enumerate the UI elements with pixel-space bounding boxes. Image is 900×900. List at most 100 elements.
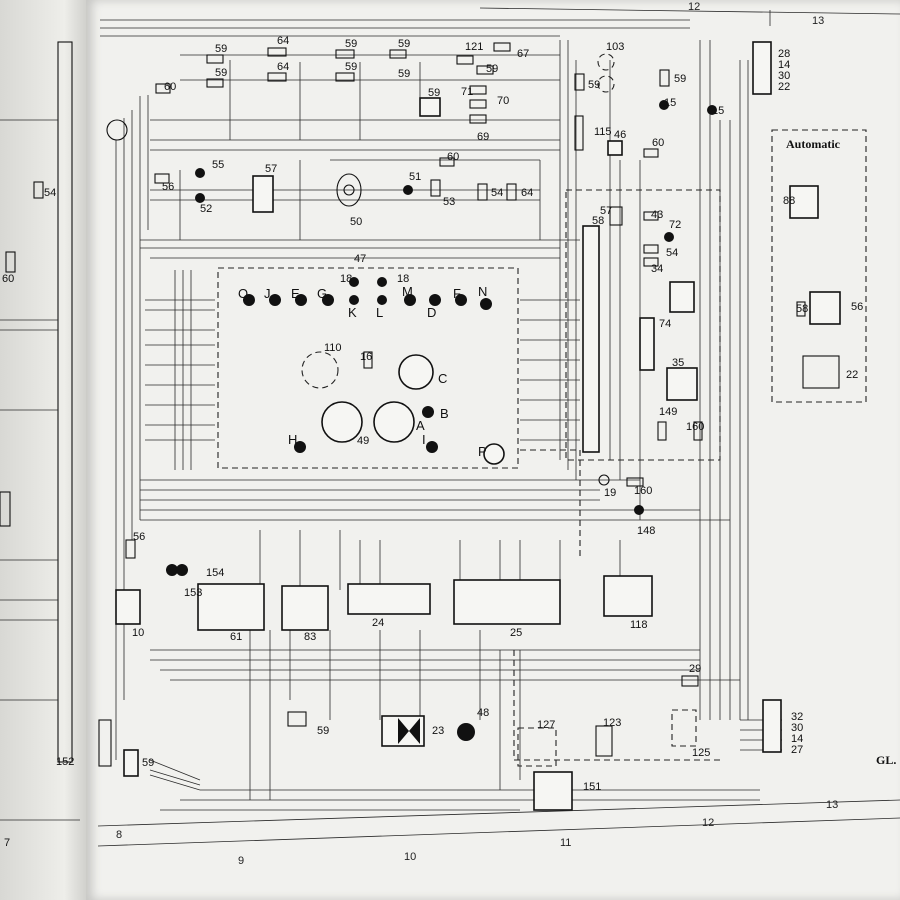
gauge-c	[398, 354, 434, 390]
relay-57	[252, 175, 274, 213]
component-label-55: 55	[212, 159, 224, 171]
module-127	[517, 727, 557, 767]
component-label-115: 115	[594, 126, 612, 138]
component-label-l: L	[376, 305, 383, 320]
component-label-i: I	[422, 432, 426, 447]
component-label-59: 59	[345, 61, 357, 73]
component-label-p: P	[478, 444, 487, 459]
lower-components	[98, 539, 782, 811]
component-label-56: 56	[851, 301, 863, 313]
left-label-54: 54	[44, 187, 56, 199]
component-label-59: 59	[486, 63, 498, 75]
component-label-30: 30	[791, 722, 803, 734]
left-module	[0, 491, 11, 527]
connector-32	[762, 699, 782, 753]
component-label-e: E	[291, 286, 300, 301]
component-label-83: 83	[304, 631, 316, 643]
component-label-59: 59	[398, 68, 410, 80]
component-label-72: 72	[669, 219, 681, 231]
component-label-18: 18	[340, 273, 352, 285]
component-label-h: H	[288, 432, 297, 447]
component-label-64: 64	[521, 187, 533, 199]
fan-icon	[669, 281, 695, 313]
component-label-29: 29	[689, 663, 701, 675]
component-label-b: B	[440, 406, 449, 421]
component-label-148: 148	[637, 525, 655, 537]
component-label-154: 154	[206, 567, 224, 579]
right-module-outline	[565, 189, 721, 461]
buzzer-48	[457, 723, 475, 741]
component-label-160: 160	[686, 421, 704, 433]
component-label-149: 149	[659, 406, 677, 418]
gauge-35	[666, 367, 698, 401]
component-label-71: 71	[461, 86, 473, 98]
component-label-59: 59	[674, 73, 686, 85]
component-label-15: 15	[712, 105, 724, 117]
ruler-top-12: 12	[688, 1, 700, 13]
component-label-59: 59	[142, 757, 154, 769]
component-label-103: 103	[606, 41, 624, 53]
component-label-57: 57	[600, 205, 612, 217]
component-label-54: 54	[491, 187, 503, 199]
lamp-22	[802, 355, 840, 389]
ruler-bottom-13: 13	[826, 799, 838, 811]
component-label-43: 43	[651, 209, 663, 221]
component-label-88: 88	[783, 195, 795, 207]
component-label-f: F	[453, 286, 461, 301]
component-label-50: 50	[350, 216, 362, 228]
ruler-bottom-12: 12	[702, 817, 714, 829]
gauge-p	[483, 443, 505, 465]
component-label-18: 18	[397, 273, 409, 285]
component-label-k: K	[348, 305, 357, 320]
gauge-10	[115, 589, 141, 625]
component-label-125: 125	[692, 747, 710, 759]
component-label-j: J	[264, 286, 271, 301]
component-label-51: 51	[409, 171, 421, 183]
relay-56	[809, 291, 841, 325]
component-label-121: 121	[465, 41, 483, 53]
component-label-30: 30	[778, 70, 790, 82]
component-label-46: 46	[614, 129, 626, 141]
component-label-61: 61	[230, 631, 242, 643]
wire-harness	[100, 19, 782, 811]
left-connector-strip	[57, 41, 73, 763]
component-label-59: 59	[428, 87, 440, 99]
component-label-g: G	[317, 286, 327, 301]
component-label-74: 74	[659, 318, 671, 330]
module-74	[639, 317, 655, 371]
top-components	[106, 41, 772, 158]
component-label-56: 56	[162, 181, 174, 193]
meter-83	[281, 585, 329, 631]
component-label-24: 24	[372, 617, 384, 629]
left-label-7: 7	[4, 837, 10, 849]
component-label-49: 49	[357, 435, 369, 447]
lamp-50-icon	[336, 173, 362, 207]
component-label-59: 59	[317, 725, 329, 737]
component-label-60: 60	[447, 151, 459, 163]
component-label-d: D	[427, 305, 436, 320]
gauge-49	[321, 401, 363, 443]
component-label-123: 123	[603, 717, 621, 729]
component-label-53: 53	[443, 196, 455, 208]
left-fuse	[33, 181, 44, 199]
switch-24	[347, 583, 431, 615]
meter-61	[197, 583, 265, 631]
ruler-bottom-10: 10	[404, 851, 416, 863]
component-label-151: 151	[583, 781, 601, 793]
connector-58	[582, 225, 600, 453]
component-label-c: C	[438, 371, 447, 386]
component-label-34: 34	[651, 263, 663, 275]
component-label-67: 67	[517, 48, 529, 60]
component-label-56: 56	[133, 531, 145, 543]
right-column	[582, 129, 867, 515]
ruler-top-13: 13	[812, 15, 824, 27]
lamp-103-icon	[597, 53, 615, 71]
component-label-19: 19	[604, 487, 616, 499]
component-label-59: 59	[215, 67, 227, 79]
connector-28	[752, 41, 772, 95]
horn-icon	[106, 119, 128, 141]
component-label-110: 110	[324, 342, 342, 354]
ruler-bottom: 8 9 10 11 12 13	[97, 799, 900, 867]
mid-upper-components	[154, 157, 517, 213]
